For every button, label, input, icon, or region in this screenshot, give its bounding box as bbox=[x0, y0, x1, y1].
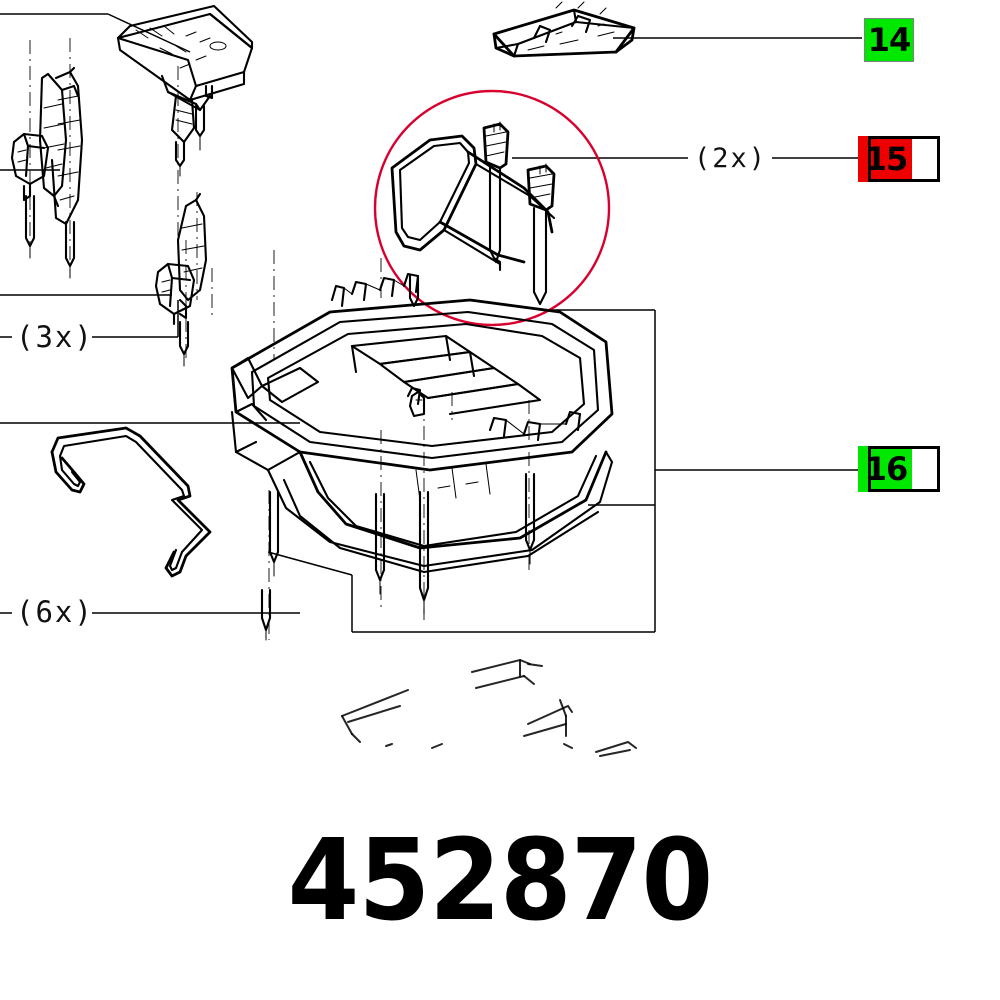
callout-16-fill bbox=[858, 446, 912, 492]
callout-badge-15[interactable]: 15 bbox=[858, 136, 940, 182]
cropped-fragments bbox=[341, 658, 637, 757]
callout-16-number: 16 bbox=[864, 450, 909, 488]
lever-arm-upper bbox=[10, 66, 84, 279]
wire-bail-handle-part-15 bbox=[390, 121, 556, 306]
callout-14-number: 14 bbox=[867, 21, 912, 59]
part-number: 452870 bbox=[287, 816, 714, 946]
quantity-label-3x: (3x) bbox=[16, 320, 94, 354]
quantity-label-6x: (6x) bbox=[16, 595, 94, 629]
quantity-label-2x: (2x) bbox=[694, 143, 768, 174]
highlight-circle bbox=[373, 89, 611, 327]
callout-15-frame bbox=[868, 136, 940, 182]
lever-arm-lower bbox=[154, 192, 208, 367]
callout-14-fill bbox=[864, 18, 914, 62]
callout-15-number: 15 bbox=[864, 140, 909, 178]
callout-16-frame bbox=[868, 446, 940, 492]
screw-set bbox=[260, 274, 536, 641]
leader-lines bbox=[0, 13, 862, 633]
rail-bar-part-14 bbox=[492, 1, 636, 58]
callout-15-fill bbox=[858, 136, 912, 182]
center-axes bbox=[29, 38, 530, 640]
callout-badge-16[interactable]: 16 bbox=[858, 446, 940, 492]
wire-bail-lower bbox=[50, 426, 212, 578]
callout-badge-14[interactable]: 14 bbox=[864, 18, 914, 62]
bracket-plate-part bbox=[116, 4, 254, 177]
